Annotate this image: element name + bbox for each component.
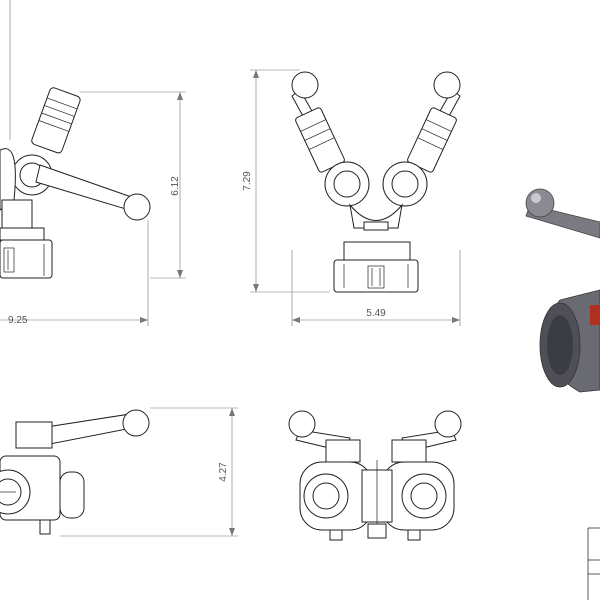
dim-top-height: 4.27: [218, 462, 229, 482]
top-view-left: 4.27: [0, 407, 238, 537]
side-view: 7.29 5.49: [242, 69, 461, 326]
top-view-center: [288, 410, 462, 541]
title-block-corner: [587, 527, 600, 600]
dim-front-height: 6.12: [170, 176, 181, 196]
dim-front-width: 9.25: [8, 315, 28, 326]
dim-side-height: 7.29: [242, 171, 253, 191]
isometric-view: [525, 188, 600, 393]
dim-side-width: 5.49: [366, 308, 386, 319]
iso-handle-knob: [525, 188, 555, 218]
front-view: 6.12 9.25: [0, 0, 186, 326]
iso-coupling: [539, 289, 600, 393]
